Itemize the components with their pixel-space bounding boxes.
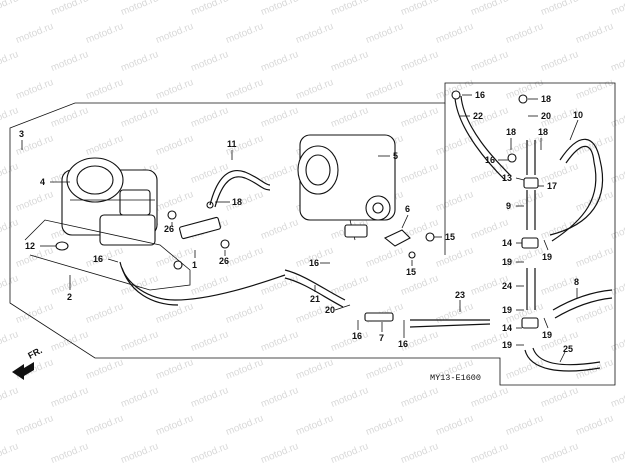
callout-2: 2 (67, 292, 72, 302)
o-ring (167, 210, 177, 220)
tube (454, 97, 506, 181)
bracket (383, 229, 411, 247)
tube (524, 349, 601, 372)
outer-frame (9, 82, 616, 386)
joint (364, 312, 394, 322)
hose (552, 289, 613, 311)
hose (121, 267, 179, 306)
callout-7: 7 (379, 333, 384, 343)
callout-14: 14 (502, 238, 512, 248)
callout-3: 3 (19, 129, 24, 139)
gasket (55, 241, 69, 251)
hose (409, 323, 491, 328)
callout-19: 19 (542, 252, 552, 262)
hose (549, 138, 604, 236)
callout-20: 20 (541, 111, 551, 121)
hose (119, 261, 286, 301)
carburetor-left (61, 157, 158, 246)
callout-11: 11 (227, 139, 237, 149)
joint (521, 237, 539, 249)
callout-16: 16 (352, 331, 362, 341)
inset-bracket (24, 219, 191, 291)
hose (214, 176, 271, 208)
callout-16: 16 (475, 90, 485, 100)
callout-8: 8 (574, 277, 579, 287)
hose (284, 277, 344, 308)
o-ring (220, 239, 230, 249)
bolt (425, 232, 435, 242)
hose (209, 170, 271, 206)
joint-fitting (179, 216, 221, 240)
callout-23: 23 (455, 290, 465, 300)
tube (532, 347, 601, 366)
front-direction-arrow (12, 362, 34, 380)
callout-24: 24 (502, 281, 512, 291)
callout-16: 16 (485, 155, 495, 165)
callout-19: 19 (502, 257, 512, 267)
hose (551, 145, 597, 242)
callout-18: 18 (506, 127, 516, 137)
callout-labels: 3 4 2 12 1 11 18 26 26 16 5 6 15 15 16 2… (19, 90, 583, 354)
callout-18: 18 (541, 94, 551, 104)
callout-16: 16 (93, 254, 103, 264)
o-ring (173, 260, 183, 270)
clip (507, 153, 517, 163)
joint (523, 177, 539, 189)
callout-15: 15 (406, 267, 416, 277)
callout-10: 10 (573, 110, 583, 120)
clip (518, 94, 528, 104)
clip (451, 90, 461, 100)
callout-14: 14 (502, 323, 512, 333)
hose (284, 269, 346, 301)
callout-18: 18 (232, 197, 242, 207)
leader-lines (21, 94, 579, 363)
callout-21: 21 (310, 294, 320, 304)
callout-16: 16 (309, 258, 319, 268)
callout-26: 26 (219, 256, 229, 266)
tube (460, 95, 512, 177)
callout-16: 16 (398, 339, 408, 349)
callout-15: 15 (445, 232, 455, 242)
clip (408, 251, 416, 259)
callout-17: 17 (547, 181, 557, 191)
callout-18: 18 (538, 127, 548, 137)
callout-4: 4 (40, 177, 45, 187)
hose (554, 297, 613, 319)
callout-6: 6 (405, 204, 410, 214)
callout-19: 19 (542, 330, 552, 340)
callout-9: 9 (506, 201, 511, 211)
callout-12: 12 (25, 241, 35, 251)
callout-19: 19 (502, 340, 512, 350)
joint (521, 317, 539, 329)
callout-1: 1 (192, 260, 197, 270)
callout-5: 5 (393, 151, 398, 161)
front-label: FR. (26, 345, 43, 361)
callout-22: 22 (473, 111, 483, 121)
callout-13: 13 (502, 173, 512, 183)
callout-26: 26 (164, 224, 174, 234)
drawing-code: MY13-E1600 (430, 373, 481, 383)
carburetor-right (297, 134, 396, 241)
callout-20: 20 (325, 305, 335, 315)
callout-19: 19 (502, 305, 512, 315)
callout-25: 25 (563, 344, 573, 354)
